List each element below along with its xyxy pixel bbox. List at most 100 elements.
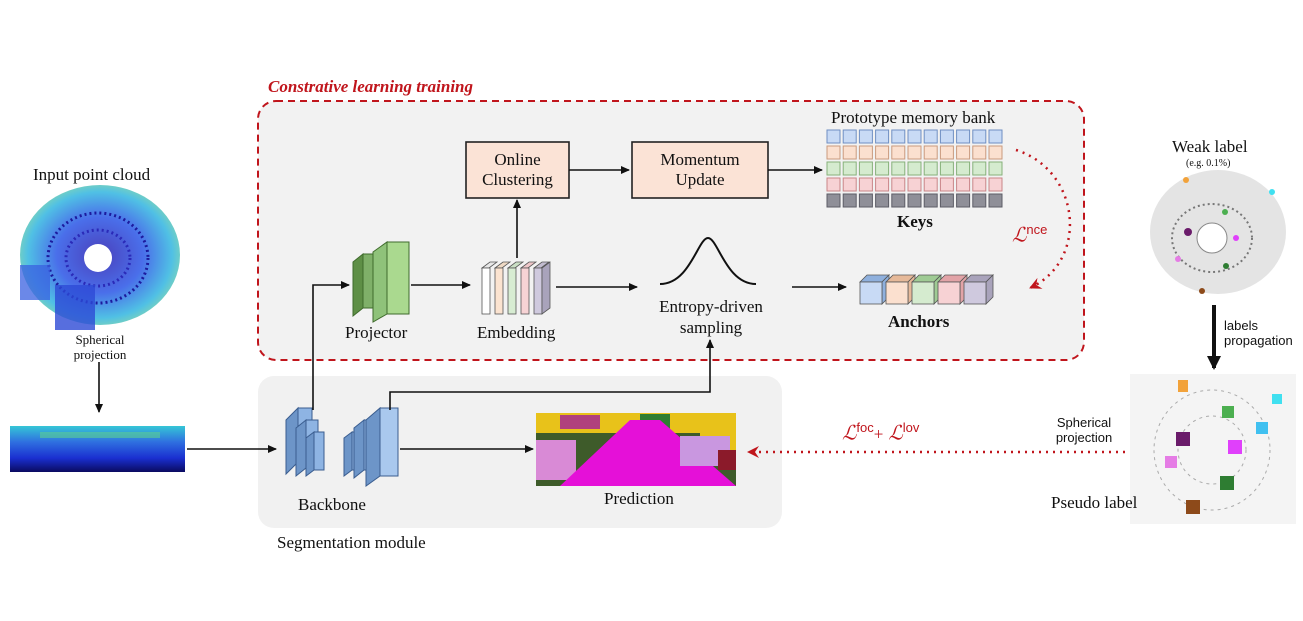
memory-bank-cell [956, 177, 971, 192]
momentum-update-line1: Momentum [660, 150, 740, 169]
input-spherical-line2: projection [73, 347, 127, 362]
memory-bank-cell [858, 193, 873, 208]
memory-bank-cell [988, 193, 1003, 208]
projector-blocks [352, 241, 410, 323]
online-clustering-box [465, 141, 570, 199]
memory-bank-cell [907, 129, 922, 144]
anchors-label: Anchors [888, 312, 950, 331]
keys-label: Keys [897, 212, 933, 231]
memory-bank-cell [826, 193, 841, 208]
memory-bank-cell [972, 177, 987, 192]
embedding-label: Embedding [477, 323, 556, 342]
memory-bank-cell [923, 129, 938, 144]
memory-bank-cell [875, 193, 890, 208]
sampling-label: Entropy-driven sampling [626, 296, 796, 338]
loss-nce-label: ℒnce [1012, 222, 1047, 248]
input-point-cloud-image [20, 185, 180, 330]
memory-bank-cell [956, 129, 971, 144]
memory-bank-cell [907, 161, 922, 176]
memory-bank-cell [907, 177, 922, 192]
memory-bank-cell [826, 145, 841, 160]
pseudo-label-title: Pseudo label [1051, 493, 1138, 512]
input-spherical-line1: Spherical [75, 332, 125, 347]
memory-bank-cell [891, 193, 906, 208]
anchor-cube-front [963, 281, 987, 305]
prediction-label: Prediction [604, 489, 674, 508]
momentum-update-line2: Update [675, 170, 725, 189]
input-spherical-label: Spherical projection [62, 332, 138, 362]
memory-bank-cell [826, 129, 841, 144]
memory-bank-cell [972, 145, 987, 160]
weak-spherical-line2: projection [1055, 430, 1113, 445]
memory-bank-cell [907, 145, 922, 160]
weak-label-image [1150, 170, 1286, 294]
anchor-cube-front [885, 281, 909, 305]
memory-bank-cell [939, 145, 954, 160]
sampling-line1: Entropy-driven [659, 297, 763, 316]
memory-bank-cell [875, 129, 890, 144]
memory-bank-label: Prototype memory bank [831, 108, 996, 127]
memory-bank-cell [891, 129, 906, 144]
loss-foc-lov-label: ℒfoc+ ℒlov [842, 420, 919, 446]
memory-bank-cell [988, 161, 1003, 176]
backbone-blocks [285, 406, 399, 487]
prediction-image [536, 413, 736, 486]
memory-bank-cell [826, 177, 841, 192]
loss-nce-arrow [1015, 148, 1072, 290]
weak-spherical-line1: Spherical [1056, 415, 1112, 430]
anchor-cube-front [859, 281, 883, 305]
memory-bank-cell [956, 161, 971, 176]
loss-plus: + [873, 424, 884, 444]
memory-bank-cell [939, 129, 954, 144]
labels-propagation-label: labels propagation [1224, 318, 1293, 348]
memory-bank-cell [875, 177, 890, 192]
memory-bank-cell [939, 193, 954, 208]
pseudo-label-image [1130, 374, 1296, 524]
memory-bank-cell [956, 145, 971, 160]
online-clustering-line2: Clustering [482, 170, 553, 189]
memory-bank-cell [842, 129, 857, 144]
labels-propagation-line1: labels [1224, 318, 1258, 333]
memory-bank-cell [988, 145, 1003, 160]
loss-foc-sup: foc [856, 420, 874, 435]
loss-lov-sup: lov [902, 420, 920, 435]
weak-spherical-label: Spherical projection [1040, 415, 1128, 445]
memory-bank-cell [923, 177, 938, 192]
momentum-update-label: Momentum Update [632, 150, 768, 190]
memory-bank-cell [988, 177, 1003, 192]
memory-bank-cell [858, 177, 873, 192]
memory-bank-cell [826, 161, 841, 176]
anchors-cubes [859, 274, 994, 305]
memory-bank-cell [842, 161, 857, 176]
memory-bank-cell [875, 161, 890, 176]
loss-foc-symbol: ℒ [842, 422, 857, 445]
memory-bank-cell [923, 193, 938, 208]
memory-bank-cell [891, 177, 906, 192]
memory-bank-cell [939, 177, 954, 192]
gaussian-curve [659, 236, 757, 285]
online-clustering-label: Online Clustering [466, 150, 569, 190]
memory-bank-cell [875, 145, 890, 160]
memory-bank-cell [891, 145, 906, 160]
loss-nce-sup: nce [1026, 222, 1048, 237]
backbone-label: Backbone [298, 495, 366, 514]
memory-bank-cell [858, 145, 873, 160]
memory-bank-cell [858, 161, 873, 176]
memory-bank-cell [842, 177, 857, 192]
weak-label-title: Weak label [1172, 137, 1248, 156]
labels-propagation-line2: propagation [1224, 333, 1293, 348]
memory-bank-cell [858, 129, 873, 144]
loss-nce-symbol: ℒ [1012, 224, 1027, 247]
memory-bank-cell [891, 161, 906, 176]
memory-bank-cell [907, 193, 922, 208]
anchor-cube-front [937, 281, 961, 305]
loss-lov-symbol: ℒ [888, 422, 903, 445]
memory-bank-cell [923, 161, 938, 176]
memory-bank-cell [988, 129, 1003, 144]
memory-bank-cell [939, 161, 954, 176]
online-clustering-line1: Online [494, 150, 541, 169]
range-image [10, 426, 185, 472]
memory-bank-cell [972, 193, 987, 208]
memory-bank-cell [956, 193, 971, 208]
